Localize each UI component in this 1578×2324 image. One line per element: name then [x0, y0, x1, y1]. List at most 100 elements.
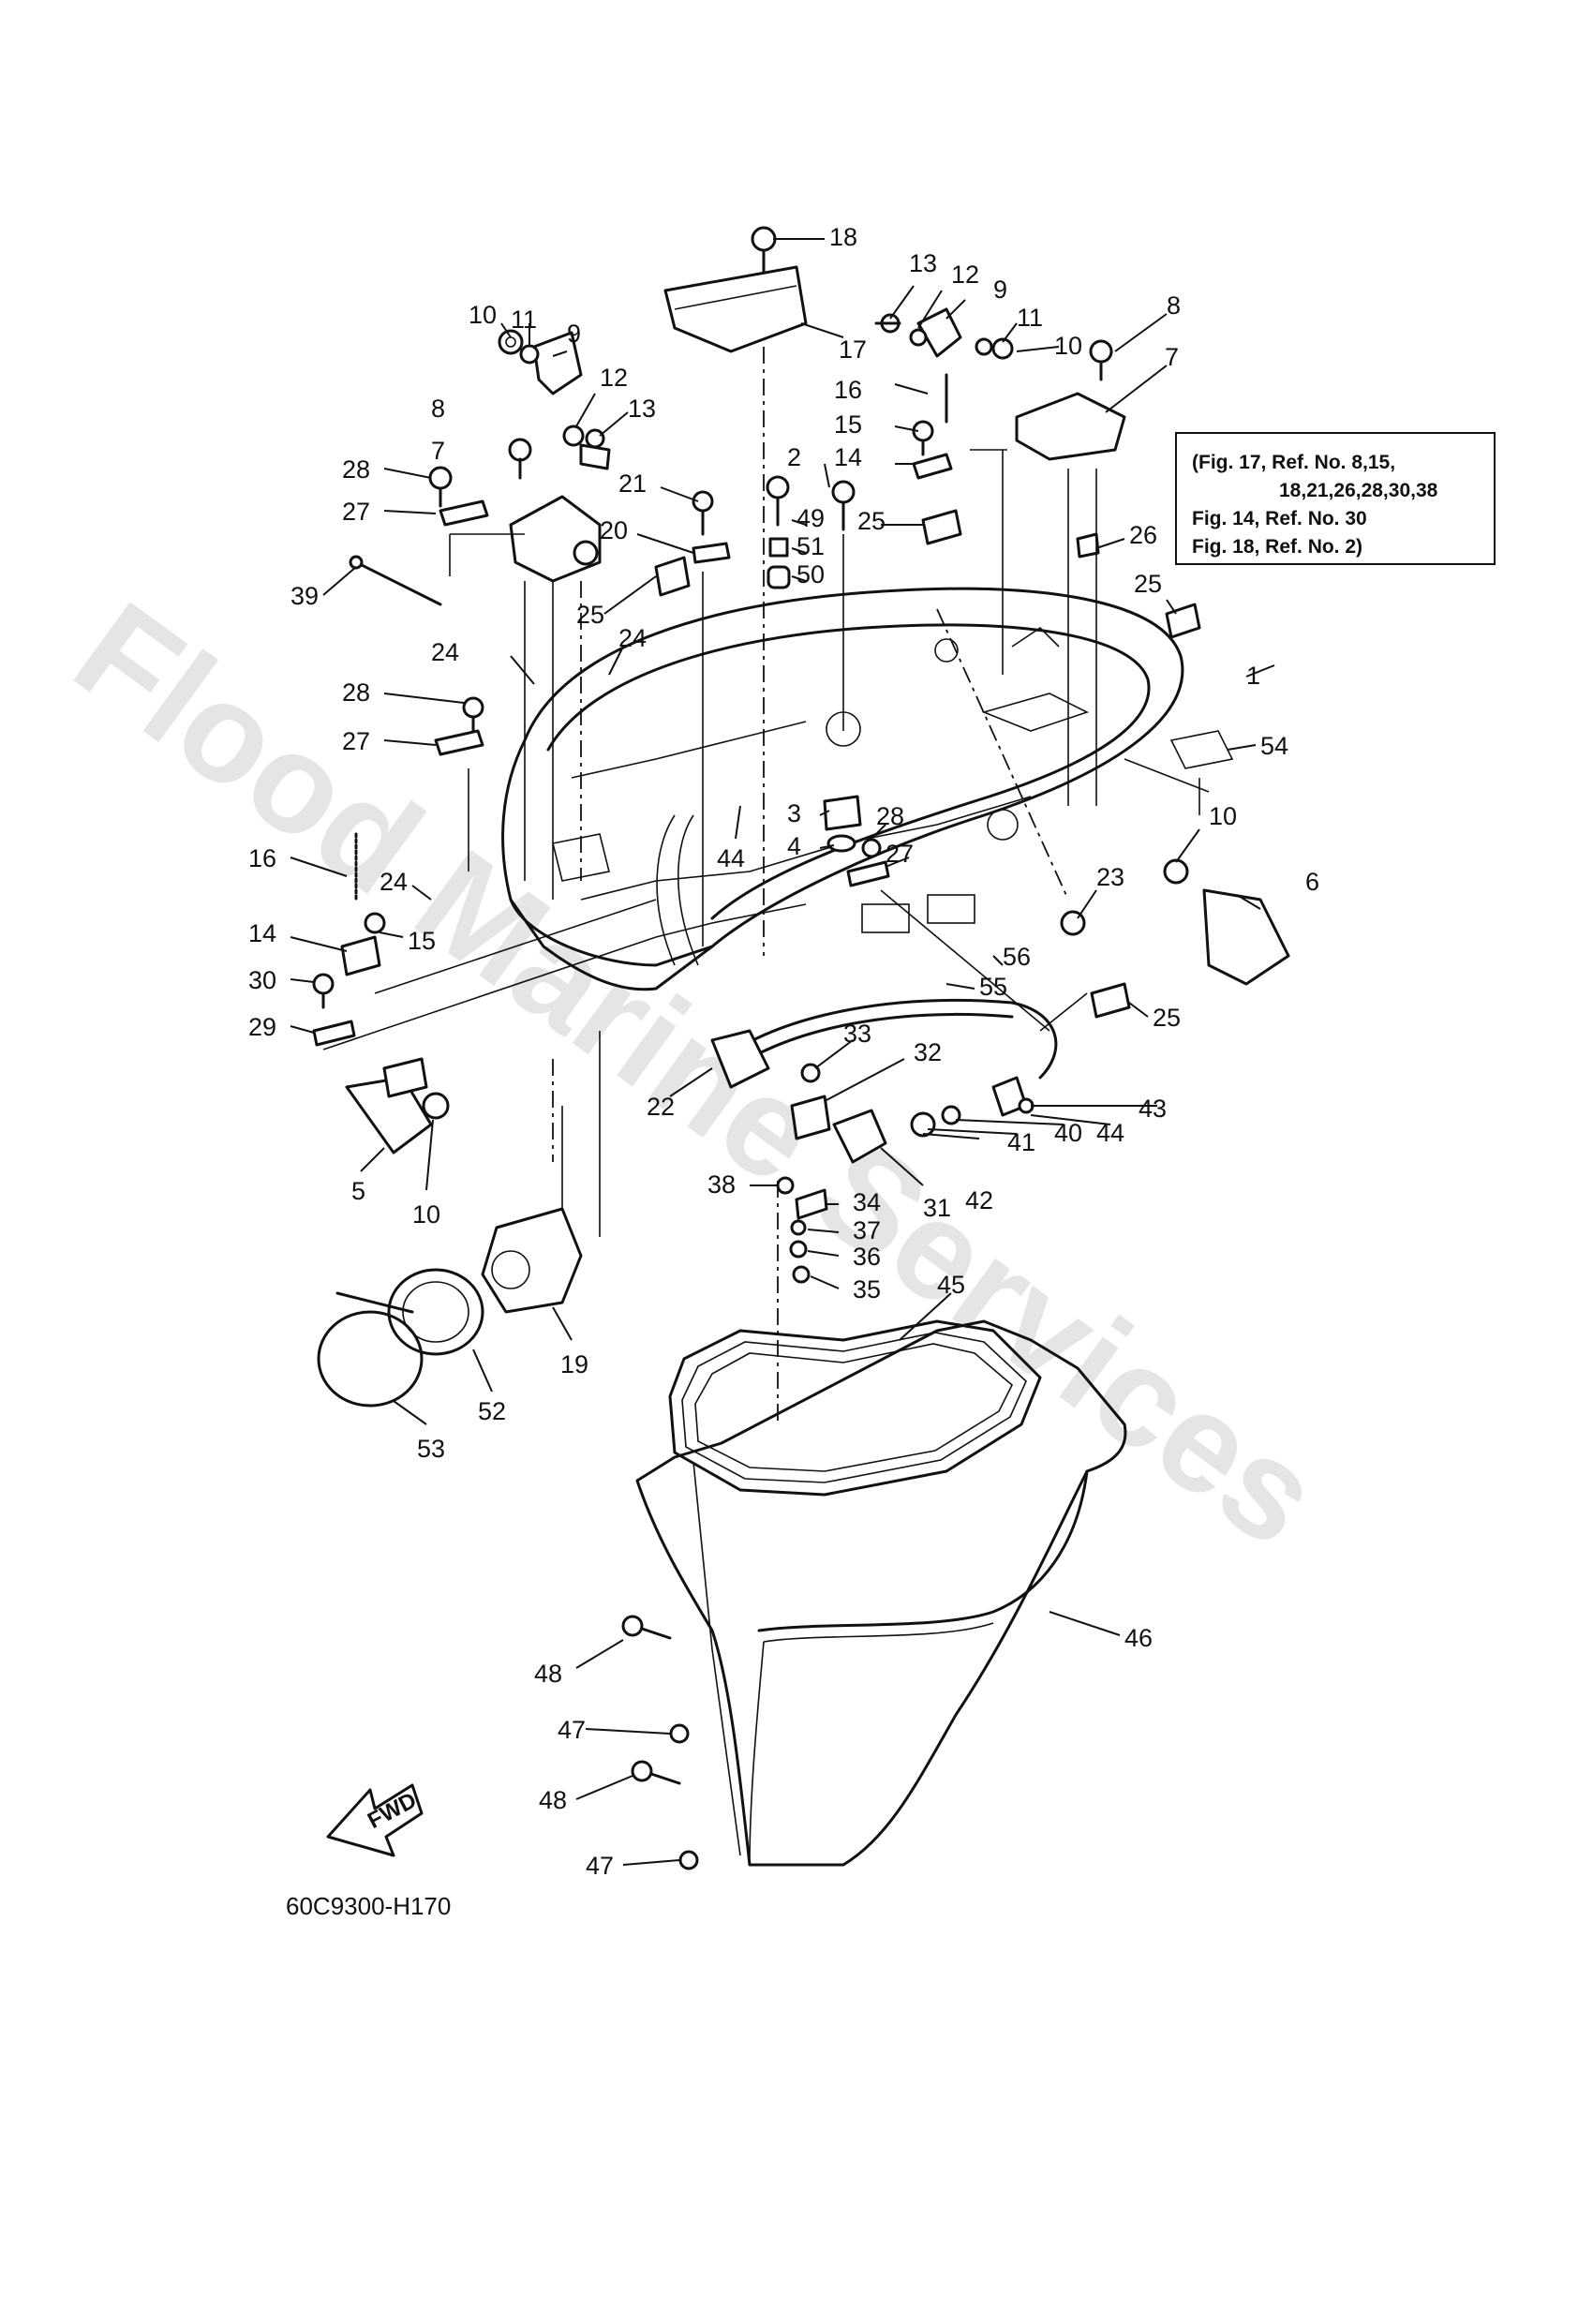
- callout-47: 47: [586, 1852, 614, 1880]
- callout-7: 7: [1165, 343, 1179, 371]
- callout-14: 14: [248, 919, 276, 947]
- callout-7: 7: [431, 437, 445, 465]
- callout-32: 32: [914, 1038, 942, 1066]
- clip-part: [1202, 888, 1290, 986]
- callout-13: 13: [909, 249, 937, 277]
- callout-30: 30: [248, 966, 276, 994]
- callout-34: 34: [853, 1188, 881, 1216]
- callout-22: 22: [647, 1093, 675, 1121]
- lever-part: [345, 1076, 433, 1155]
- grommet-part: [654, 556, 691, 597]
- callout-55: 55: [979, 973, 1007, 1001]
- callout-35: 35: [853, 1275, 881, 1304]
- callout-1: 1: [1246, 662, 1260, 690]
- bracket-left-lower: [509, 495, 602, 583]
- callout-50: 50: [796, 560, 825, 588]
- hose-part: [710, 1029, 770, 1089]
- drawing-code: 60C9300-H170: [286, 1892, 451, 1920]
- callout-25: 25: [1134, 570, 1162, 598]
- callout-39: 39: [290, 582, 319, 610]
- callout-25: 25: [1153, 1004, 1181, 1032]
- callout-20: 20: [600, 516, 628, 544]
- callout-48: 48: [534, 1660, 562, 1688]
- bracket-left-upper: [532, 331, 583, 395]
- callout-17: 17: [839, 335, 867, 364]
- callout-25: 25: [857, 507, 886, 535]
- callout-28: 28: [342, 455, 370, 484]
- callout-44: 44: [1096, 1119, 1124, 1147]
- note-line-4: Fig. 18, Ref. No. 2): [1192, 536, 1362, 558]
- callout-16: 16: [834, 376, 862, 404]
- callout-10: 10: [469, 301, 497, 329]
- watermark: Flood Marine Services: [48, 572, 1347, 1576]
- callout-8: 8: [431, 395, 445, 423]
- callout-44: 44: [717, 844, 745, 872]
- callout-3: 3: [787, 799, 801, 827]
- callout-28: 28: [342, 678, 370, 707]
- callout-15: 15: [834, 410, 862, 439]
- callout-11: 11: [1017, 304, 1043, 332]
- callout-19: 19: [560, 1350, 588, 1378]
- callout-31: 31: [923, 1194, 951, 1222]
- bracket-right-upper: [916, 307, 962, 358]
- callout-9: 9: [993, 276, 1007, 304]
- callout-43: 43: [1139, 1095, 1167, 1123]
- callout-49: 49: [796, 504, 825, 532]
- note-line-3: Fig. 14, Ref. No. 30: [1192, 508, 1367, 529]
- callout-27: 27: [342, 498, 370, 526]
- callout-4: 4: [787, 832, 801, 860]
- callout-24: 24: [380, 868, 408, 896]
- callout-9: 9: [567, 320, 581, 348]
- bracket-right-lower: [1015, 392, 1126, 461]
- callout-10: 10: [1054, 332, 1082, 360]
- callout-15: 15: [408, 927, 436, 955]
- callout-37: 37: [853, 1216, 881, 1244]
- callout-23: 23: [1096, 863, 1124, 891]
- callout-12: 12: [951, 261, 979, 289]
- callout-13: 13: [628, 395, 656, 423]
- bottom-cowling: [501, 587, 1184, 991]
- lower-cowling: [635, 1319, 1127, 1867]
- callout-33: 33: [843, 1020, 871, 1048]
- fwd-arrow-icon: FWD: [326, 1783, 424, 1857]
- gasket: [668, 1319, 1042, 1497]
- clamp-part: [317, 1310, 424, 1408]
- callout-16: 16: [248, 844, 276, 872]
- callout-56: 56: [1003, 943, 1031, 971]
- callout-14: 14: [834, 443, 862, 471]
- bolt-part: [751, 226, 777, 274]
- callout-21: 21: [618, 469, 647, 498]
- mount-part: [823, 795, 862, 831]
- callout-51: 51: [796, 532, 825, 560]
- callout-25: 25: [576, 601, 604, 629]
- callout-11: 11: [511, 305, 537, 334]
- callout-47: 47: [558, 1716, 586, 1744]
- callout-46: 46: [1124, 1624, 1153, 1652]
- callout-5: 5: [351, 1177, 365, 1205]
- callout-10: 10: [1209, 802, 1237, 830]
- callout-52: 52: [478, 1397, 506, 1425]
- callout-26: 26: [1129, 521, 1157, 549]
- callout-24: 24: [618, 624, 647, 652]
- callout-27: 27: [886, 840, 914, 868]
- callout-24: 24: [431, 638, 459, 666]
- callout-27: 27: [342, 727, 370, 755]
- callout-42: 42: [965, 1186, 993, 1214]
- callout-54: 54: [1260, 732, 1288, 760]
- callout-38: 38: [707, 1170, 736, 1199]
- note-line-1: (Fig. 17, Ref. No. 8,15,: [1192, 452, 1395, 473]
- callout-48: 48: [539, 1786, 567, 1814]
- callout-12: 12: [600, 364, 628, 392]
- callout-10: 10: [412, 1200, 440, 1229]
- callout-41: 41: [1007, 1128, 1035, 1156]
- label-decal: [1169, 730, 1234, 769]
- assembly-lines: [322, 347, 1210, 1424]
- callout-18: 18: [829, 223, 857, 251]
- note-line-2: 18,21,26,28,30,38: [1279, 480, 1438, 501]
- callout-28: 28: [876, 802, 904, 830]
- callout-36: 36: [853, 1243, 881, 1271]
- callout-6: 6: [1305, 868, 1319, 896]
- callout-53: 53: [417, 1435, 445, 1463]
- reference-note: (Fig. 17, Ref. No. 8,15, 18,21,26,28,30,…: [1175, 432, 1496, 565]
